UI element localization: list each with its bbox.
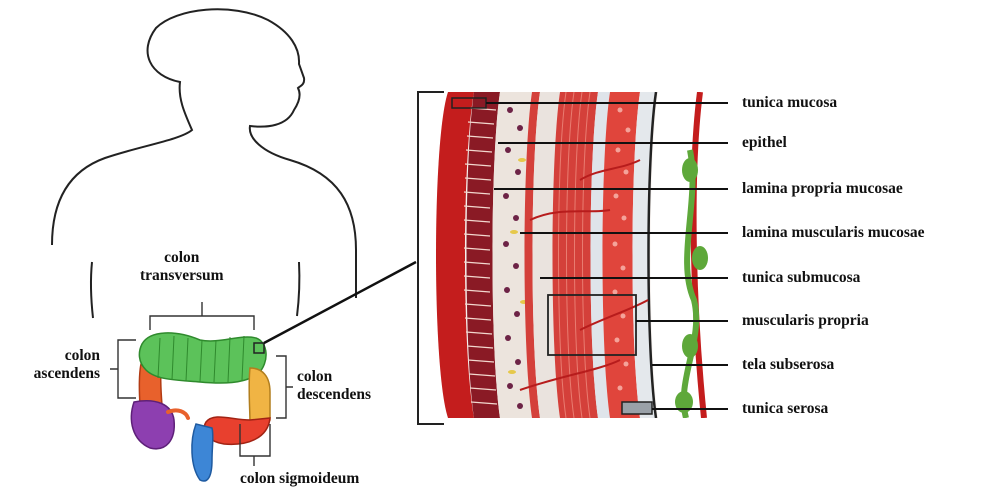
colon-sigmoid (204, 417, 270, 444)
colon (131, 333, 270, 481)
label-layer-1: tunica mucosa (742, 94, 837, 112)
label-layer-3: lamina propria mucosae (742, 180, 903, 198)
label-layer-7: tela subserosa (742, 356, 834, 374)
label-layer-2: epithel (742, 134, 787, 152)
label-layer-5: tunica submucosa (742, 269, 860, 287)
label-layer-4: lamina muscularis mucosae (742, 224, 925, 242)
right-arm-line (297, 262, 299, 316)
label-layer-8: tunica serosa (742, 400, 828, 418)
cross-section (430, 92, 722, 420)
left-arm-line (91, 262, 93, 318)
label-layer-6: muscularis propria (742, 312, 869, 330)
label-colon-sigmoideum: colon sigmoideum (240, 470, 359, 488)
zoom-connector (264, 262, 416, 343)
colon-descending (249, 368, 270, 424)
serosa-box (622, 402, 652, 414)
colon-cecum (131, 401, 174, 449)
colon-rectum (192, 424, 213, 481)
